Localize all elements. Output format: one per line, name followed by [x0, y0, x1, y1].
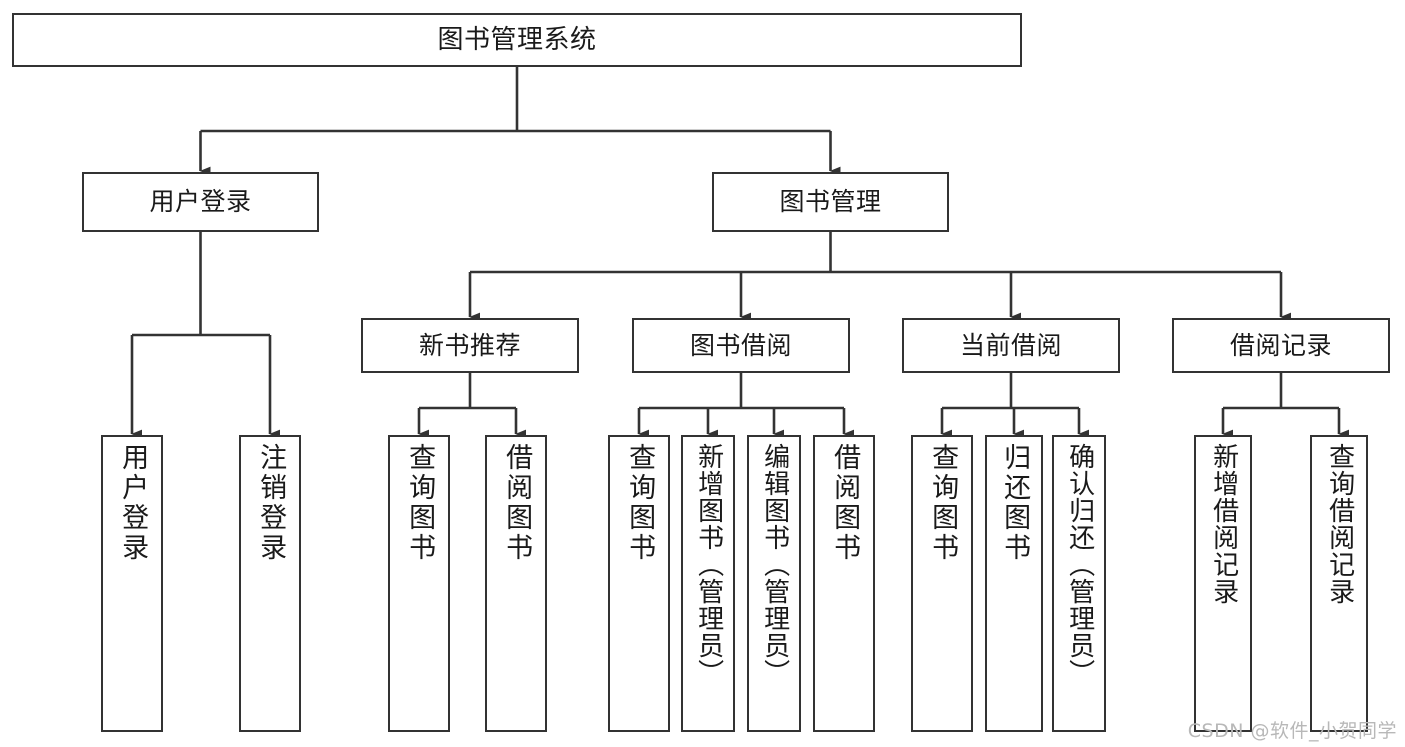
leaf-borrow-book-recommendation[interactable]: 借阅图书: [485, 435, 547, 732]
node-label: 查询图书: [927, 443, 959, 563]
node-label: 确认归还（管理员）: [1064, 443, 1095, 686]
leaf-add-borrowing-record[interactable]: 新增借阅记录: [1194, 435, 1252, 732]
node-label: 图书借阅: [689, 330, 792, 360]
node-book-management[interactable]: 图书管理: [712, 172, 949, 232]
node-label: 用户登录: [149, 187, 252, 217]
node-label: 查询图书: [404, 443, 436, 563]
leaf-return-book[interactable]: 归还图书: [985, 435, 1043, 732]
node-label: 编辑图书（管理员）: [759, 443, 790, 686]
node-current-borrowing[interactable]: 当前借阅: [902, 318, 1120, 373]
node-label: 用户登录: [117, 443, 149, 563]
node-book-borrowing[interactable]: 图书借阅: [632, 318, 850, 373]
leaf-user-login[interactable]: 用户登录: [101, 435, 163, 732]
csdn-watermark: CSDN @软件_小贺同学: [1187, 720, 1397, 742]
leaf-add-book-admin[interactable]: 新增图书（管理员）: [681, 435, 735, 732]
node-label: 借阅图书: [829, 443, 861, 563]
node-label: 归还图书: [999, 443, 1031, 563]
node-label: 借阅记录: [1229, 330, 1332, 360]
node-label: 借阅图书: [501, 443, 533, 563]
node-label: 查询图书: [624, 443, 656, 563]
leaf-query-book-recommendation[interactable]: 查询图书: [388, 435, 450, 732]
node-label: 注销登录: [255, 443, 287, 563]
node-label: 图书管理: [779, 187, 882, 217]
leaf-query-book-borrowing[interactable]: 查询图书: [608, 435, 670, 732]
leaf-logout[interactable]: 注销登录: [239, 435, 301, 732]
node-label: 新书推荐: [418, 330, 521, 360]
node-label: 查询借阅记录: [1324, 443, 1355, 605]
node-label: 新增图书（管理员）: [693, 443, 724, 686]
leaf-edit-book-admin[interactable]: 编辑图书（管理员）: [747, 435, 801, 732]
leaf-confirm-return-admin[interactable]: 确认归还（管理员）: [1052, 435, 1106, 732]
node-new-book-recommendation[interactable]: 新书推荐: [361, 318, 579, 373]
node-label: 当前借阅: [959, 330, 1062, 360]
edges-group: [130, 67, 1350, 439]
node-label: 图书管理系统: [437, 24, 597, 55]
node-user-login[interactable]: 用户登录: [82, 172, 319, 232]
leaf-query-book-current[interactable]: 查询图书: [911, 435, 973, 732]
leaf-borrow-book-borrowing[interactable]: 借阅图书: [813, 435, 875, 732]
node-borrowing-records[interactable]: 借阅记录: [1172, 318, 1390, 373]
leaf-query-borrowing-record[interactable]: 查询借阅记录: [1310, 435, 1368, 732]
node-root-book-management-system[interactable]: 图书管理系统: [12, 13, 1022, 67]
node-label: 新增借阅记录: [1208, 443, 1239, 605]
